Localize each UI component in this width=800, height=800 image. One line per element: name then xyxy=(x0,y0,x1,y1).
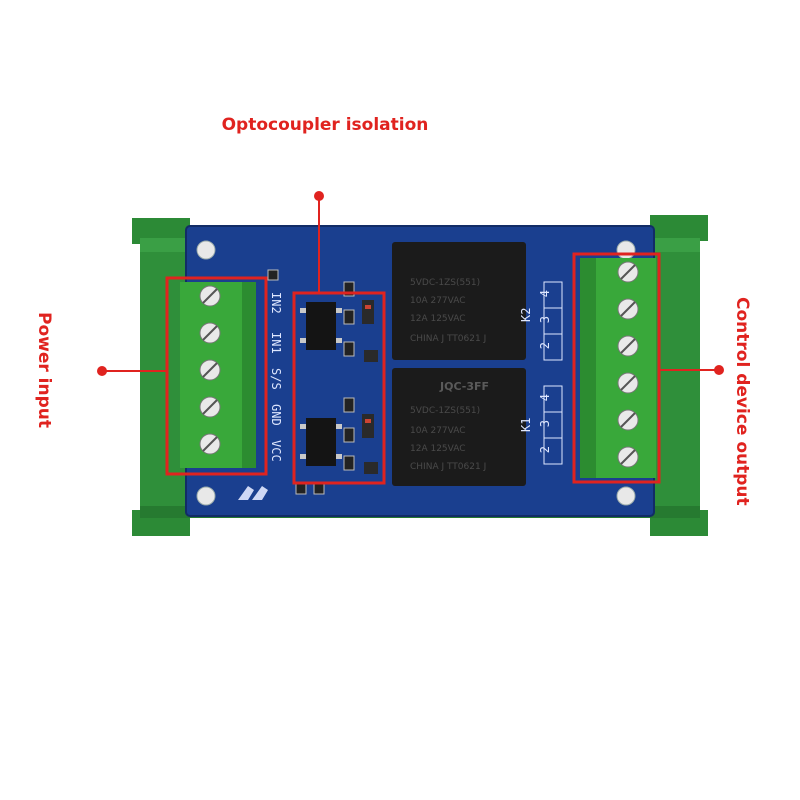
pin-label-ss: S/S xyxy=(269,368,283,390)
relay-bottom-line2: 10A 277VAC xyxy=(410,426,466,436)
relay-top-line3: 12A 125VAC xyxy=(410,314,466,324)
relay-k1: JQC-3FF 5VDC-1ZS(551) 10A 277VAC 12A 125… xyxy=(392,368,526,486)
optocoupler-isolation-label: Optocoupler isolation xyxy=(221,115,429,135)
k1-pin-4: 4 xyxy=(538,394,552,401)
pin-label-gnd: GND xyxy=(269,404,283,426)
optocoupler-area xyxy=(267,269,378,495)
relay-bottom-title: JQC-3FF xyxy=(439,380,489,393)
pin-label-vcc: VCC xyxy=(269,440,283,462)
relay-top-line1: 5VDC-1ZS(551) xyxy=(410,278,480,288)
input-pin-labels: IN2 IN1 S/S GND VCC xyxy=(269,292,283,462)
relay-top-line4: CHINA J TT0621 J xyxy=(410,334,486,344)
annotation-markers xyxy=(102,196,719,485)
relay-top-line2: 10A 277VAC xyxy=(410,296,466,306)
relay-bottom-line4: CHINA J TT0621 J xyxy=(410,462,486,472)
power-input-terminal-block xyxy=(180,282,256,468)
k1-pin-3: 3 xyxy=(538,420,552,427)
control-output-highlight-box xyxy=(572,252,661,484)
control-output-terminal-block xyxy=(580,258,656,478)
optocoupler-highlight-box xyxy=(292,291,386,485)
output-pin-numbers: 4 3 2 4 3 2 xyxy=(538,281,563,465)
k2-pin-4: 4 xyxy=(538,290,552,297)
relay-label-k2: K2 xyxy=(519,308,533,322)
relay-k2: 5VDC-1ZS(551) 10A 277VAC 12A 125VAC CHIN… xyxy=(392,242,526,360)
k1-pin-2: 2 xyxy=(538,446,552,453)
pin-label-in2: IN2 xyxy=(269,292,283,314)
relay-bottom-line1: 5VDC-1ZS(551) xyxy=(410,406,480,416)
k2-pin-3: 3 xyxy=(538,316,552,323)
annotation-dots xyxy=(97,191,724,376)
relay-label-k1: K1 xyxy=(519,418,533,432)
relay-bottom-line3: 12A 125VAC xyxy=(410,444,466,454)
power-input-highlight-box xyxy=(165,276,268,476)
pin-label-in1: IN1 xyxy=(269,332,283,354)
k2-pin-2: 2 xyxy=(538,342,552,349)
